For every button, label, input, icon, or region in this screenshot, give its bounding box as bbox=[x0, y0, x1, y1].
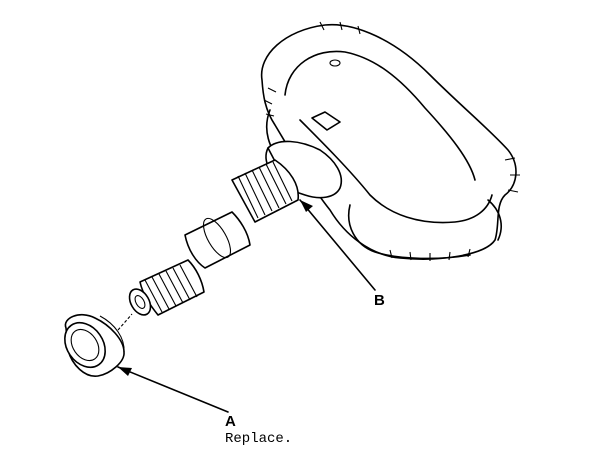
sensor-body bbox=[260, 21, 520, 261]
arrowhead-b bbox=[300, 200, 313, 212]
valve-cap bbox=[64, 313, 125, 377]
callout-a-label: A bbox=[225, 413, 236, 430]
leader-lines bbox=[117, 199, 376, 413]
valve-stem bbox=[128, 140, 342, 316]
callout-b-label: B bbox=[374, 292, 385, 309]
callout-a-note: Replace. bbox=[225, 431, 292, 447]
arrowhead-a bbox=[118, 367, 132, 376]
